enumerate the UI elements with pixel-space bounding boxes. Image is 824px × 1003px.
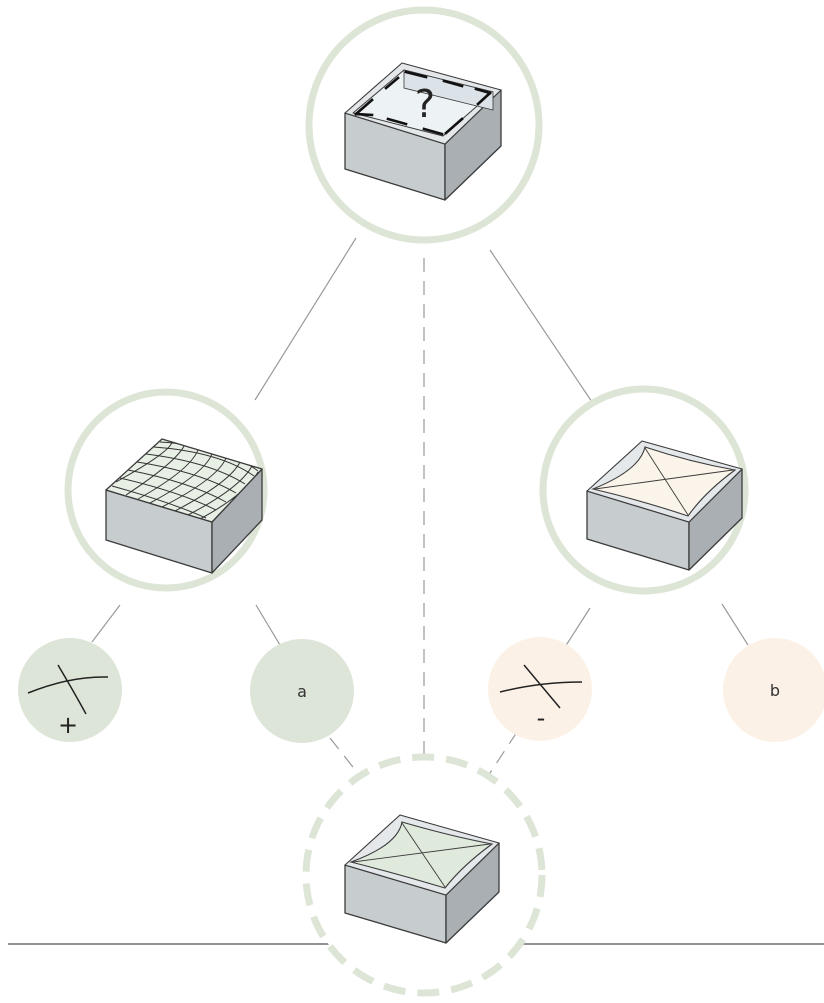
node-option-a: a: [250, 639, 354, 743]
negative-sign: -: [537, 704, 546, 732]
connector-left-to-a: [255, 604, 281, 646]
node-negative-curvature: -: [488, 637, 592, 741]
option-b-label: b: [770, 681, 780, 700]
node-option-b: b: [723, 638, 824, 742]
positive-sign: +: [58, 711, 78, 739]
connector-right-to-b: [721, 603, 749, 646]
node-gridshell: [64, 388, 268, 592]
box-gridshell-icon: [105, 438, 263, 574]
unknown-symbol: ?: [415, 82, 435, 126]
box-unknown-icon: ?: [344, 62, 502, 201]
option-a-label: a: [297, 682, 307, 701]
option-b-disc: [723, 638, 824, 742]
node-unknown: ?: [305, 6, 543, 244]
node-membrane: [539, 385, 749, 595]
box-membrane-icon: [586, 440, 743, 571]
box-combined-icon: [344, 814, 500, 944]
connector-top-to-left: [254, 237, 357, 401]
connector-minus-to-bottom-dashed: [487, 731, 518, 777]
connectors: [91, 237, 749, 777]
node-combined: [302, 753, 546, 997]
connector-top-to-right: [489, 249, 593, 403]
connector-left-to-plus: [91, 604, 121, 643]
negative-curvature-disc: [488, 637, 592, 741]
saddle-curve-icon: [27, 664, 109, 715]
connector-right-to-minus: [564, 607, 591, 648]
node-positive-curvature: +: [18, 638, 122, 742]
option-a-disc: [250, 639, 354, 743]
connector-a-to-bottom-dashed: [329, 737, 361, 777]
positive-curvature-disc: [18, 638, 122, 742]
anticlastic-curve-icon: [499, 664, 583, 709]
